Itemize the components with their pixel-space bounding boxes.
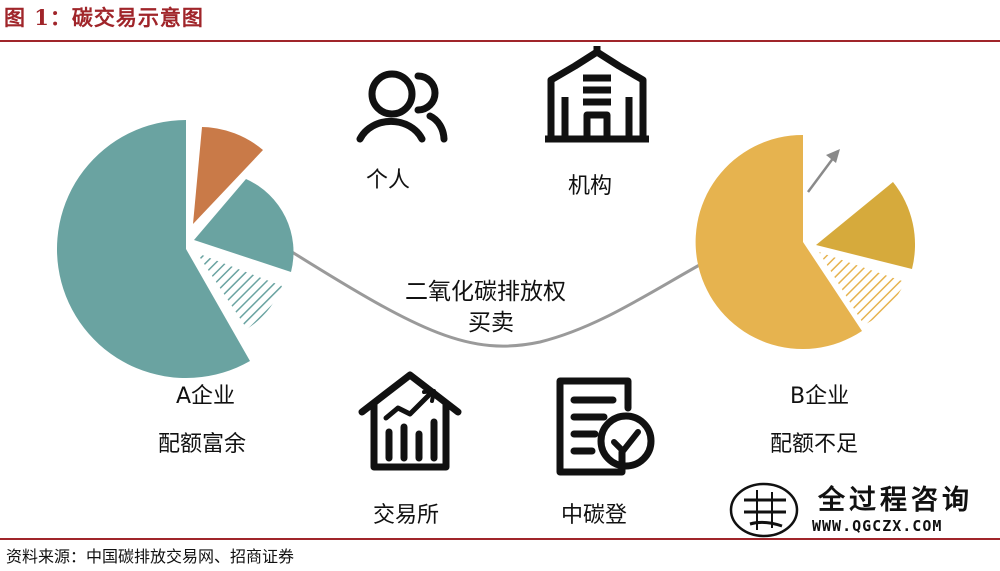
bottom-rule [0, 538, 1000, 540]
watermark-logo [729, 482, 799, 538]
pie-a-orange [193, 127, 263, 224]
watermark-text: 全过程咨询 [818, 485, 973, 516]
registry-label: 中碳登 [561, 503, 628, 528]
trade-label-line1: 二氧化碳排放权 [405, 279, 566, 305]
registry-document-icon [556, 377, 655, 476]
top-rule [0, 40, 1000, 42]
pie-b-main [695, 134, 862, 349]
watermark-url: WWW.QGCZX.COM [812, 517, 943, 535]
arrow-b-head [826, 149, 840, 163]
source-note: 资料来源：中国碳排放交易网、招商证券 [6, 547, 295, 566]
carbon-trading-diagram [56, 46, 916, 538]
enterprise-a-pie [56, 120, 294, 378]
individual-label: 个人 [366, 168, 411, 193]
pie-a-teal-wedge [194, 179, 294, 272]
arrow-b-line [806, 156, 836, 193]
trade-curve [291, 250, 713, 348]
pie-b-dark-wedge [816, 182, 916, 269]
pie-a-main [56, 120, 251, 378]
exchange-icon [358, 371, 462, 471]
pie-b-hatched [819, 252, 905, 325]
trade-label-line2: 买卖 [468, 310, 514, 336]
enterprise-a-status: 配额富余 [158, 432, 247, 457]
figure-title: 图 1：碳交易示意图 [4, 5, 204, 30]
enterprise-b-pie [695, 134, 916, 349]
building-icon [545, 46, 649, 143]
pie-a-hatched [197, 253, 282, 329]
enterprise-b-status: 配额不足 [770, 432, 859, 457]
institution-label: 机构 [568, 174, 613, 199]
enterprise-a-name: A企业 [176, 384, 236, 409]
people-icon [356, 70, 448, 143]
exchange-label: 交易所 [373, 503, 440, 528]
enterprise-b-name: B企业 [790, 384, 850, 409]
